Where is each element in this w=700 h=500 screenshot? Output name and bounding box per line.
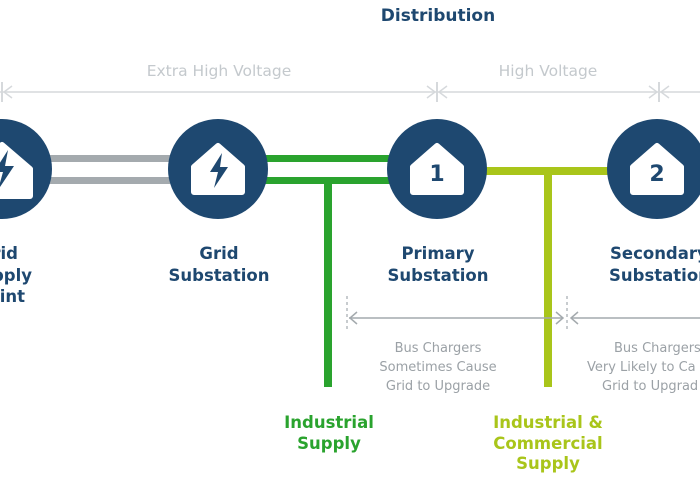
arrowhead-right bbox=[555, 311, 565, 325]
high-voltage-label: High Voltage bbox=[499, 62, 598, 80]
house-icon bbox=[410, 143, 464, 195]
voltage-band-line bbox=[0, 82, 700, 102]
bus-charger-range-lines bbox=[346, 296, 700, 330]
secondary-note-line2: Very Likely to Ca bbox=[587, 360, 696, 375]
grid-substation-label-line1: Grid bbox=[199, 244, 238, 263]
primary-substation-label-line1: Primary bbox=[401, 244, 474, 263]
secondary-substation-number: 2 bbox=[649, 162, 664, 187]
primary-note-line1: Bus Chargers bbox=[395, 341, 482, 356]
primary-substation-label-line2: Substation bbox=[388, 266, 489, 285]
commercial-supply-label-line1: Industrial & bbox=[493, 413, 603, 432]
arrowhead-left bbox=[569, 311, 579, 325]
arrowhead-left bbox=[2, 85, 13, 99]
commercial-feeder-line bbox=[544, 167, 552, 387]
grid-supply-point-label-line3: int bbox=[0, 287, 25, 306]
arrowhead-left bbox=[659, 85, 670, 99]
arrowhead-left bbox=[348, 311, 358, 325]
grid-substation-label-line2: Substation bbox=[169, 266, 270, 285]
arrowhead-right bbox=[426, 85, 437, 99]
grid-supply-point-label-line2: pply bbox=[0, 266, 32, 285]
house-bolt-icon bbox=[191, 143, 245, 195]
grid-supply-point-node: rid pply int bbox=[0, 119, 52, 306]
primary-note-line3: Grid to Upgrade bbox=[386, 379, 490, 394]
industrial-supply-lines bbox=[265, 155, 393, 387]
lightning-bolt-icon bbox=[0, 142, 33, 199]
secondary-substation-node: 2 Secondary Substation bbox=[607, 119, 700, 285]
secondary-note-line3: Grid to Upgrad bbox=[602, 379, 698, 394]
primary-substation-number: 1 bbox=[429, 162, 444, 187]
industrial-feeder-line bbox=[324, 177, 332, 387]
house-icon bbox=[630, 143, 684, 195]
commercial-supply-lines bbox=[484, 167, 614, 387]
grid-supply-point-label-line1: rid bbox=[0, 244, 18, 263]
grid-substation-node: Grid Substation bbox=[168, 119, 269, 285]
primary-substation-node: 1 Primary Substation bbox=[387, 119, 488, 285]
primary-note-line2: Sometimes Cause bbox=[379, 360, 496, 375]
secondary-substation-label-line2: Substation bbox=[609, 266, 700, 285]
industrial-supply-label-line2: Supply bbox=[297, 434, 361, 453]
extra-high-voltage-lines bbox=[20, 155, 170, 184]
arrowhead-left bbox=[437, 85, 448, 99]
diagram-title: Distribution bbox=[381, 6, 495, 26]
secondary-substation-label-line1: Secondary bbox=[610, 244, 700, 263]
commercial-supply-label-line2: Commercial bbox=[493, 434, 602, 453]
secondary-note-line1: Bus Chargers bbox=[614, 341, 700, 356]
industrial-supply-label-line1: Industrial bbox=[284, 413, 374, 432]
extra-high-voltage-label: Extra High Voltage bbox=[147, 62, 292, 80]
arrowhead-right bbox=[648, 85, 659, 99]
commercial-supply-label-line3: Supply bbox=[516, 454, 580, 473]
